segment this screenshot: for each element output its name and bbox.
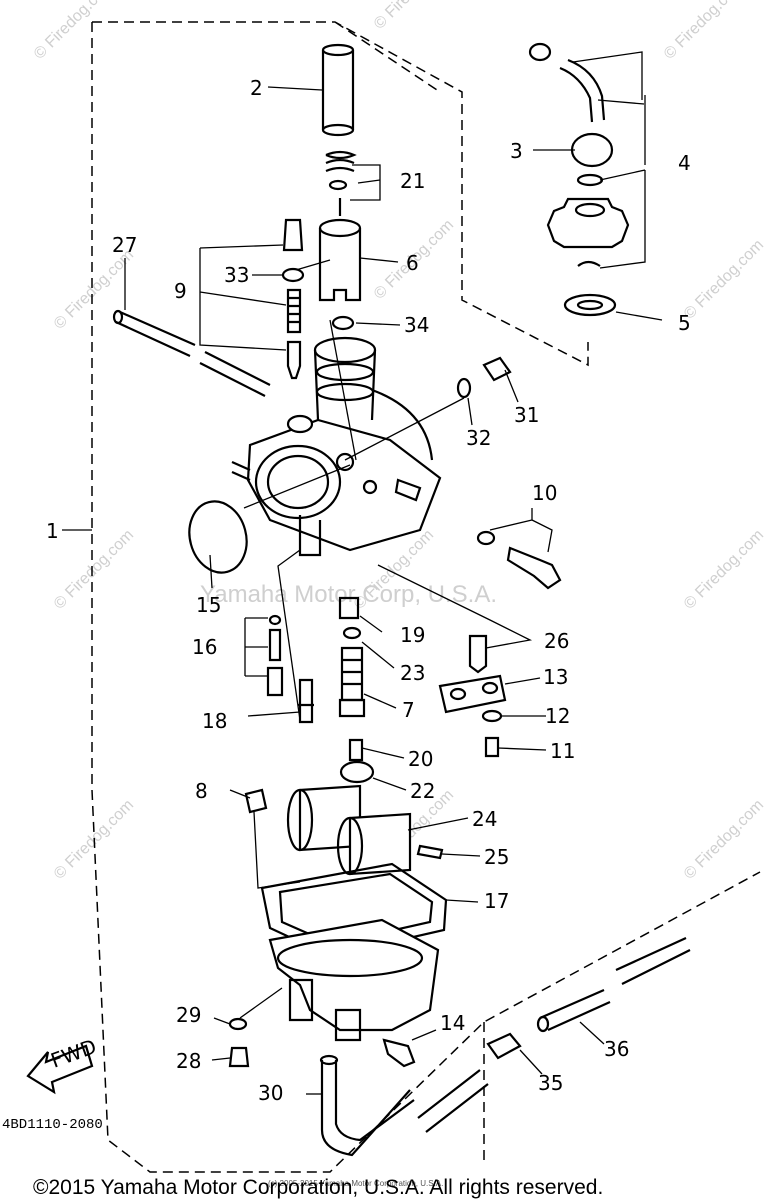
fine-print: (c) 2005-2015 Yamaha Motor Corporation, …: [268, 1179, 443, 1188]
callout-3: 3: [510, 139, 523, 163]
callout-8: 8: [195, 779, 208, 803]
callout-15: 15: [196, 593, 221, 617]
callout-29: 29: [176, 1003, 201, 1027]
needle-valve-group: [438, 634, 507, 758]
overflow-fitting: [382, 1038, 416, 1068]
callout-12: 12: [545, 704, 570, 728]
callout-34: 34: [404, 313, 429, 337]
callout-6: 6: [406, 251, 419, 275]
callout-31: 31: [514, 403, 539, 427]
cable-cap-assembly: [528, 42, 630, 317]
callout-9: 9: [174, 279, 187, 303]
callout-24: 24: [472, 807, 497, 831]
callout-4: 4: [678, 151, 691, 175]
watermark: © Firedog.com: [681, 236, 766, 322]
watermark: © Firedog.com: [661, 0, 747, 63]
float-bowl: [268, 918, 440, 1042]
callout-21: 21: [400, 169, 425, 193]
diaphragm-gasket: [188, 500, 248, 574]
pilot-screw-stack: [281, 218, 305, 380]
callout-13: 13: [543, 665, 568, 689]
watermark: © Firedog.com: [31, 0, 117, 63]
callout-labels: 1 2 3 4 5 6 7 8 9 10 11 12 13 14 15 16 1…: [46, 76, 691, 1105]
callout-17: 17: [484, 889, 509, 913]
fuel-hose: [536, 936, 691, 1033]
drain-screw: [244, 788, 268, 814]
float-bowl-gasket: [260, 862, 448, 958]
overflow-tube: [320, 1060, 415, 1157]
drawing-code: 4BD1110-2080: [2, 1117, 103, 1133]
needle-clip: [325, 150, 357, 216]
callout-7: 7: [402, 698, 415, 722]
callout-5: 5: [678, 311, 691, 335]
vent-tube: [112, 309, 271, 397]
watermark: © Firedog.com: [681, 796, 766, 882]
center-watermark: Yamaha Motor Corp, U.S.A.: [200, 581, 497, 608]
watermark: © Firedog.com: [51, 246, 137, 332]
needle-jet-washer: [339, 760, 375, 784]
throttle-stop-screw: [476, 530, 562, 590]
callout-28: 28: [176, 1049, 201, 1073]
plug-screw: [482, 356, 512, 382]
callout-23: 23: [400, 661, 425, 685]
callout-18: 18: [202, 709, 227, 733]
callout-19: 19: [400, 623, 425, 647]
watermark: © Firedog.com: [51, 526, 137, 612]
callout-32: 32: [466, 426, 491, 450]
callout-30: 30: [258, 1081, 283, 1105]
callout-16: 16: [192, 635, 217, 659]
fwd-arrow-icon: FWD: [26, 1034, 100, 1095]
callout-36: 36: [604, 1037, 629, 1061]
main-jet: [348, 738, 364, 762]
callout-27: 27: [112, 233, 137, 257]
callout-14: 14: [440, 1011, 465, 1035]
carburetor-body: [231, 336, 442, 557]
jet-stack: [266, 596, 366, 724]
copyright-notice: ©2015 Yamaha Motor Corporation, U.S.A. A…: [33, 1176, 603, 1199]
callout-22: 22: [410, 779, 435, 803]
callout-10: 10: [532, 481, 557, 505]
callout-25: 25: [484, 845, 509, 869]
throttle-valve: [321, 43, 355, 137]
callout-11: 11: [550, 739, 575, 763]
callout-35: 35: [538, 1071, 563, 1095]
callout-33: 33: [224, 263, 249, 287]
callout-20: 20: [408, 747, 433, 771]
leader-lines: [62, 51, 663, 1095]
watermark: © Firedog.com: [371, 0, 457, 33]
float-assembly: [286, 784, 444, 876]
washer: [331, 315, 355, 331]
hose-fitting: [486, 1032, 522, 1060]
jet-needle-holder: [318, 218, 362, 302]
o-ring: [456, 377, 472, 399]
callout-2: 2: [250, 76, 263, 100]
gasket-small: [228, 1017, 248, 1031]
assembly-boundary: [91, 21, 761, 1173]
part-drawings: FWD: [26, 42, 691, 1157]
callout-26: 26: [544, 629, 569, 653]
watermark-layer: © Firedog.com © Firedog.com © Firedog.co…: [31, 0, 766, 883]
callout-1: 1: [46, 519, 59, 543]
watermark: © Firedog.com: [681, 526, 766, 612]
drain-plug: [228, 1046, 250, 1068]
